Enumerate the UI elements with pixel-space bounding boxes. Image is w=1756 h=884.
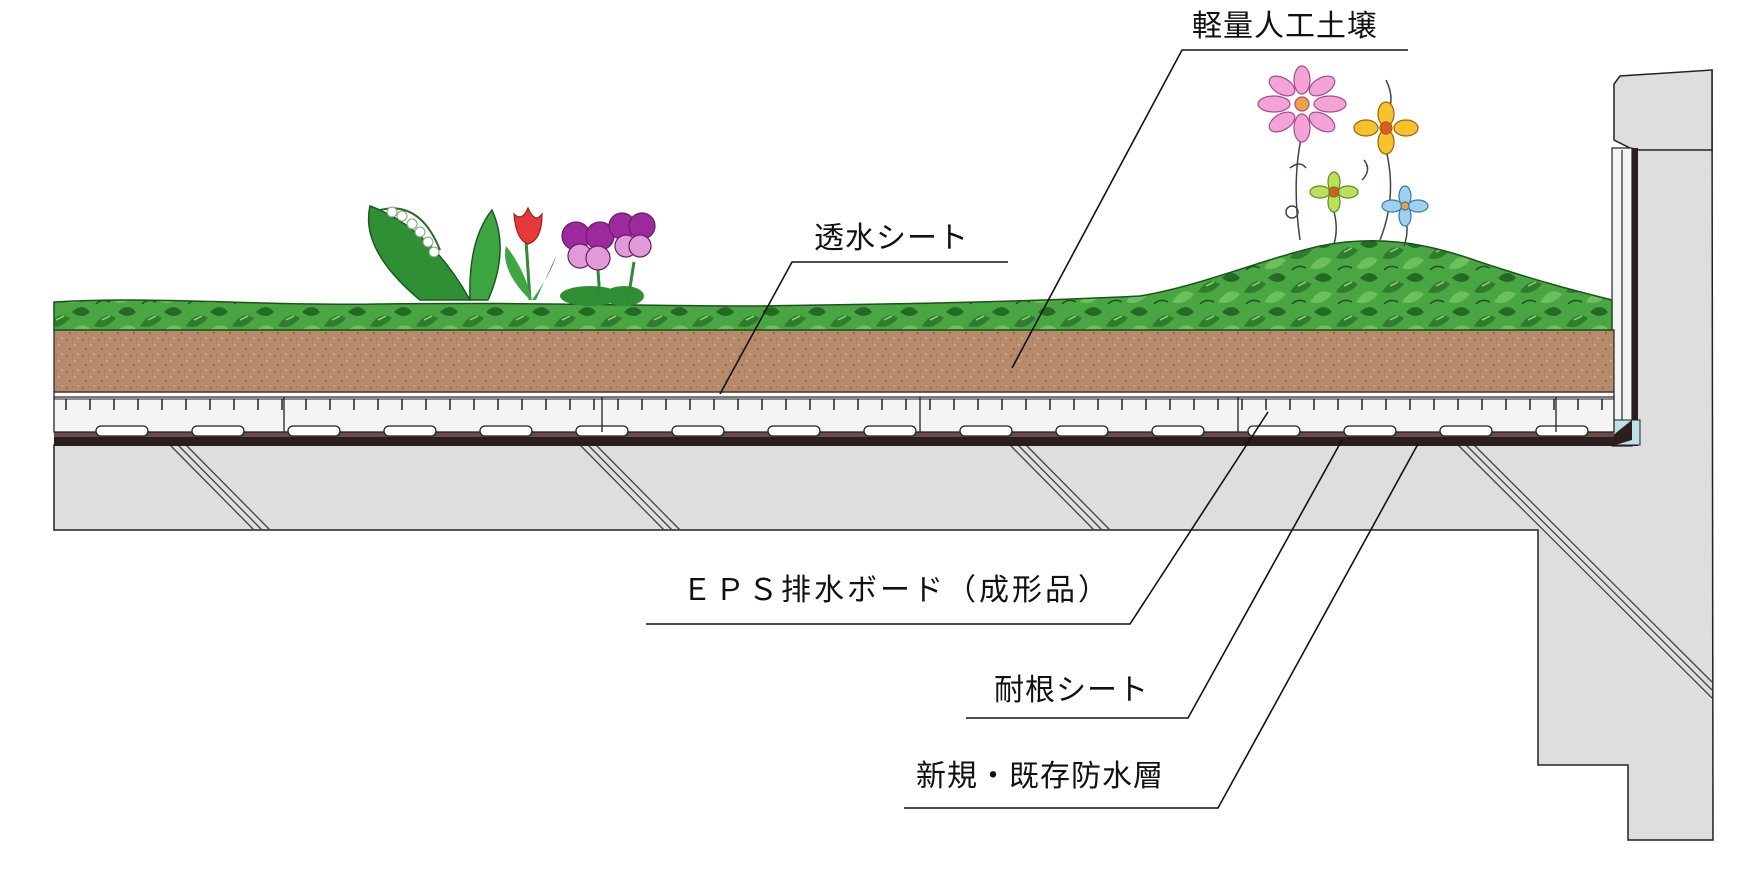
pansy-plant bbox=[560, 212, 656, 306]
green-flower-icon bbox=[1309, 171, 1359, 213]
leader-line-eps-board bbox=[646, 411, 1269, 625]
label-eps-drainage-board: ＥＰＳ排水ボード（成形品） bbox=[682, 573, 1111, 608]
label-permeable-sheet: 透水シート bbox=[814, 221, 969, 256]
yellow-flower-icon bbox=[1353, 101, 1419, 155]
lightweight-soil-layer bbox=[53, 329, 1615, 393]
root-barrier-sheet bbox=[54, 432, 1614, 437]
eps-drainage-board bbox=[53, 395, 1615, 437]
waterproof-layer bbox=[54, 420, 1632, 446]
lily-of-the-valley-plant bbox=[367, 205, 501, 301]
label-lightweight-soil: 軽量人工土壌 bbox=[1192, 9, 1378, 44]
label-root-barrier-sheet: 耐根シート bbox=[994, 673, 1149, 708]
leader-line-permeable-sheet bbox=[719, 261, 1008, 395]
vegetation-layer bbox=[53, 240, 1613, 331]
label-waterproof-layer: 新規・既存防水層 bbox=[916, 759, 1164, 794]
tulip-plant bbox=[505, 206, 556, 301]
concrete-structure bbox=[53, 69, 1714, 841]
leader-lines bbox=[646, 49, 1419, 809]
leader-line-root-sheet bbox=[966, 439, 1343, 719]
leader-line-waterproof bbox=[904, 443, 1419, 809]
permeable-sheet bbox=[53, 391, 1615, 398]
decorative-flowers bbox=[1257, 65, 1429, 247]
pink-flower-icon bbox=[1257, 65, 1347, 143]
blue-flower-icon bbox=[1381, 185, 1429, 227]
leader-line-soil bbox=[1011, 49, 1408, 369]
